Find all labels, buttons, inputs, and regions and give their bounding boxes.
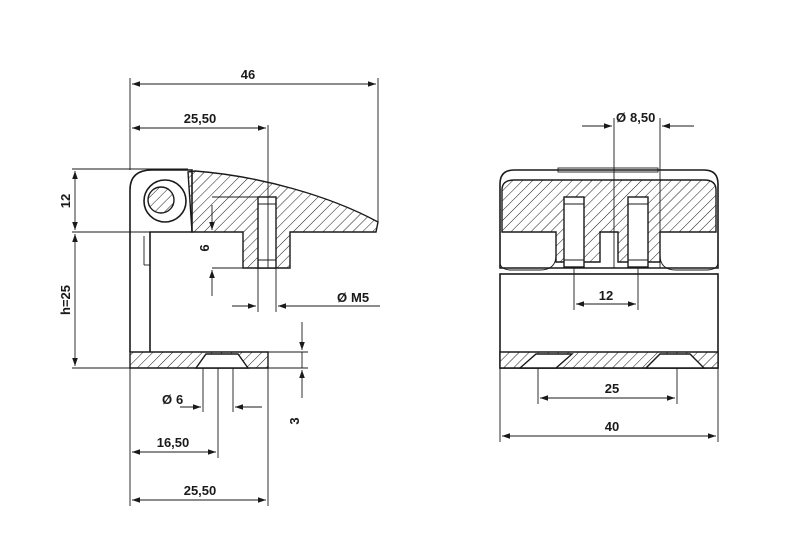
front-head-section	[501, 179, 717, 263]
dim-base-width: 25,50	[184, 483, 217, 498]
dim-body-height: h=25	[58, 285, 73, 315]
side-view	[72, 168, 379, 369]
dim-bore-symbol: Ø	[616, 110, 626, 125]
dim-thread: M5	[351, 290, 369, 305]
dim-hole-position: 16,50	[157, 435, 190, 450]
front-insert-right	[627, 196, 649, 268]
front-insert-left	[563, 196, 585, 268]
dim-insert-spacing: 12	[599, 288, 613, 303]
side-head-section	[187, 170, 379, 269]
side-pin	[147, 186, 175, 214]
dim-clip-depth: 25,50	[184, 111, 217, 126]
dim-head-height: 12	[58, 194, 73, 208]
side-dimensions: 46 25,50 12 h=25 6 Ø M5 3	[58, 67, 380, 506]
dim-overall-width: 46	[241, 67, 255, 82]
dim-thread-symbol: Ø	[337, 290, 347, 305]
side-base-recess	[194, 353, 250, 369]
dim-hole-dia: 6	[176, 392, 183, 407]
dim-bore-dia: 8,50	[630, 110, 655, 125]
dim-front-overall-width: 40	[605, 419, 619, 434]
side-pin-bore	[143, 179, 187, 223]
front-dimensions: Ø 8,50 12 25 40	[499, 110, 719, 442]
side-insert	[257, 196, 277, 269]
front-base-recess-left	[518, 353, 574, 369]
front-base-recess-right	[644, 353, 706, 369]
front-view	[499, 167, 719, 369]
dim-insert-depth: 6	[197, 244, 212, 251]
dim-base-thickness: 3	[287, 417, 302, 424]
side-clip-body	[129, 169, 193, 352]
front-top-plate	[499, 169, 719, 269]
dim-hole-symbol: Ø	[162, 392, 172, 407]
dim-foot-spacing: 25	[605, 381, 619, 396]
